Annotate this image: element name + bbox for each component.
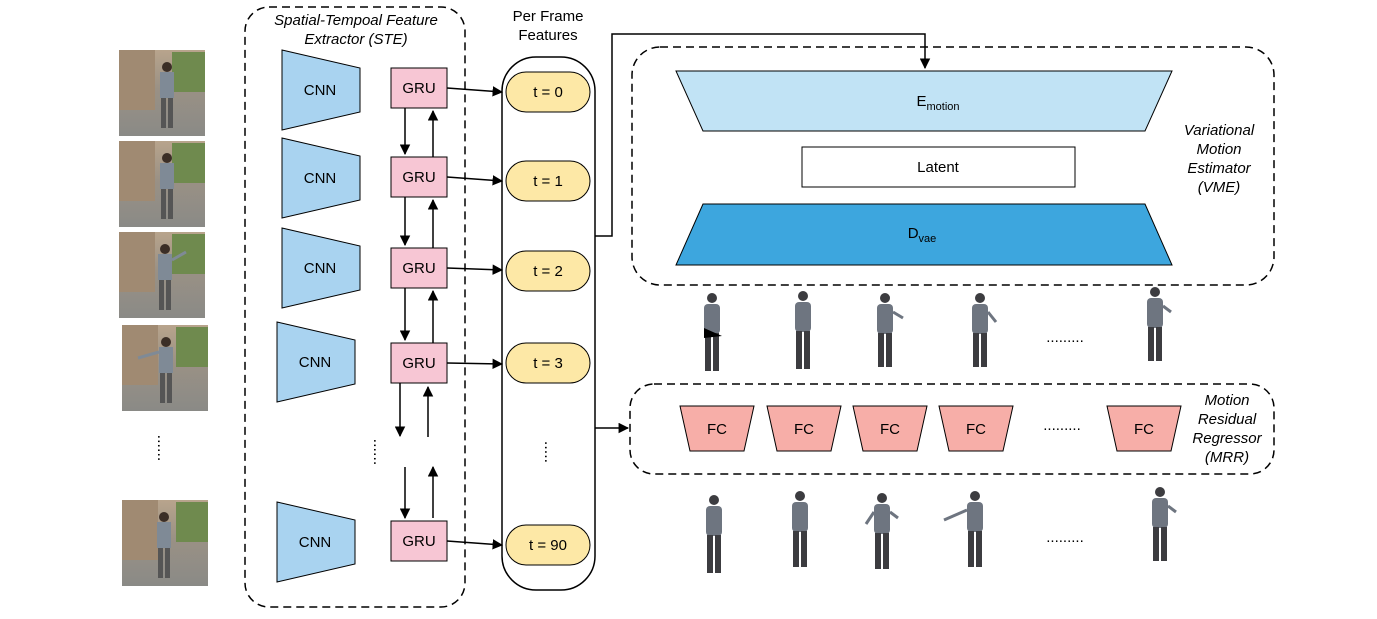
gru-block: GRU: [390, 156, 448, 198]
mrr-title-line3: Regressor: [1192, 430, 1262, 447]
feature-pill: t = 2: [505, 250, 591, 292]
gru-block: GRU: [390, 247, 448, 289]
gru-label: GRU: [402, 80, 435, 97]
cnn-label: CNN: [304, 82, 337, 99]
fc-block: FC: [679, 405, 755, 452]
video-frame: [122, 500, 208, 586]
gru-block: GRU: [390, 342, 448, 384]
features-to-vme-arrow: [595, 33, 931, 237]
svg-text:Emotion: Emotion: [916, 93, 959, 113]
cnn-block: CNN: [281, 137, 361, 219]
video-frame: [122, 325, 208, 411]
encoder-subscript: motion: [926, 101, 959, 113]
cnn-block: CNN: [276, 501, 356, 583]
per-frame-title-line2: Features: [518, 27, 577, 44]
cnn-label: CNN: [299, 354, 332, 371]
feature-pill: t = 0: [505, 71, 591, 113]
decoder-subscript: vae: [919, 233, 937, 245]
gru-label: GRU: [402, 169, 435, 186]
body-row-ellipsis: .........: [1046, 529, 1084, 546]
fc-block: FC: [938, 405, 1014, 452]
gru-output-arrows: [446, 86, 504, 550]
gru-recurrent-arrows: [394, 108, 439, 520]
gru-label: GRU: [402, 533, 435, 550]
feature-pill: t = 3: [505, 342, 591, 384]
fc-label: FC: [707, 421, 727, 438]
body-mesh: [795, 291, 811, 369]
body-mesh: [972, 293, 998, 367]
cnn-label: CNN: [304, 260, 337, 277]
feature-label: t = 90: [529, 537, 567, 554]
cnn-label: CNN: [304, 170, 337, 187]
feature-label: t = 2: [533, 263, 563, 280]
gru-label: GRU: [402, 355, 435, 372]
fc-block: FC: [852, 405, 928, 452]
frames-ellipsis: ......: [154, 435, 171, 462]
mrr-title-line4: (MRR): [1205, 449, 1249, 466]
motion-encoder: Emotion: [675, 70, 1173, 132]
encoder-label: E: [916, 93, 926, 110]
body-mesh: [864, 493, 899, 569]
per-frame-container: [501, 56, 596, 591]
body-mesh: [943, 491, 983, 567]
vme-title-line4: (VME): [1198, 179, 1241, 196]
ste-ellipsis: ......: [370, 439, 387, 466]
cnn-block: CNN: [276, 321, 356, 403]
ste-title-line1: Spatial-Tempoal Feature: [274, 12, 438, 29]
body-mesh: [706, 495, 722, 573]
gru-block: GRU: [390, 520, 448, 562]
decoder-label: D: [908, 225, 919, 242]
body-mesh: [792, 491, 808, 567]
gru-block: GRU: [390, 67, 448, 109]
cnn-label: CNN: [299, 534, 332, 551]
body-row-ellipsis: .........: [1046, 329, 1084, 346]
cnn-block: CNN: [281, 49, 361, 131]
mrr-title-line1: Motion: [1204, 392, 1249, 409]
body-mesh: [1147, 287, 1172, 361]
per-frame-title-line1: Per Frame: [513, 8, 584, 25]
feature-label: t = 0: [533, 84, 563, 101]
video-frame: [119, 50, 205, 136]
latent-box: Latent: [801, 146, 1076, 188]
fc-block: FC: [1106, 405, 1182, 452]
body-mesh-row-bottom: .........: [706, 487, 1177, 573]
vme-container: [631, 46, 1275, 286]
latent-label: Latent: [917, 159, 960, 176]
feature-label: t = 3: [533, 355, 563, 372]
fc-label: FC: [1134, 421, 1154, 438]
vme-title-line2: Motion: [1196, 141, 1241, 158]
ste-title-line2: Extractor (STE): [304, 31, 407, 48]
feature-ellipsis: .....: [541, 441, 558, 463]
body-mesh: [704, 293, 722, 371]
fc-label: FC: [794, 421, 814, 438]
feature-label: t = 1: [533, 173, 563, 190]
svg-text:Dvae: Dvae: [908, 225, 937, 245]
video-frame: [119, 232, 205, 318]
body-mesh-row-top: .........: [704, 287, 1172, 371]
vae-decoder: Dvae: [675, 203, 1173, 266]
video-frame: [119, 141, 205, 227]
ste-container: [244, 6, 466, 608]
vme-title-line3: Estimator: [1187, 160, 1251, 177]
feature-pill: t = 90: [505, 524, 591, 566]
fc-label: FC: [880, 421, 900, 438]
body-mesh: [877, 293, 904, 367]
mrr-ellipsis: .........: [1043, 417, 1081, 434]
gru-label: GRU: [402, 260, 435, 277]
fc-block: FC: [766, 405, 842, 452]
mrr-container: [629, 383, 1275, 475]
feature-pill: t = 1: [505, 160, 591, 202]
input-frames: ......: [119, 50, 208, 586]
vme-title-line1: Variational: [1184, 122, 1255, 139]
mrr-title-line2: Residual: [1198, 411, 1257, 428]
fc-label: FC: [966, 421, 986, 438]
cnn-block: CNN: [281, 227, 361, 309]
body-mesh: [1152, 487, 1177, 561]
